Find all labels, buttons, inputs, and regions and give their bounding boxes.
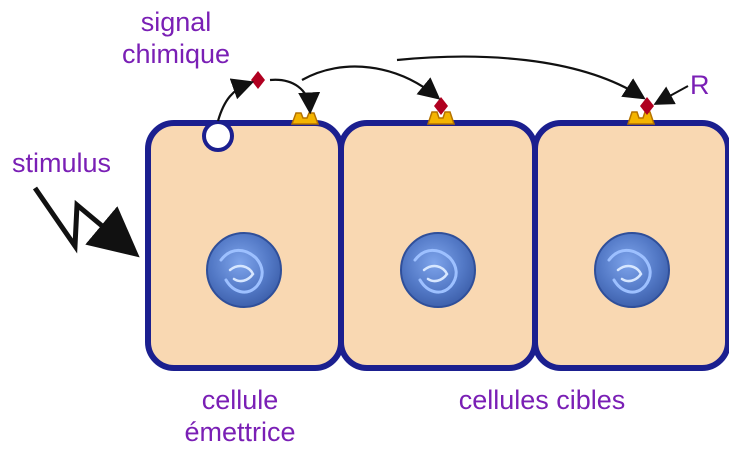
stimulus-arrow [35, 188, 132, 251]
emitter-cell-label: cellule émettrice [184, 384, 295, 448]
receptor-emitter [292, 113, 318, 124]
nucleus-target-1 [401, 233, 475, 307]
signal-chemical-label: signal chimique [112, 6, 240, 70]
secretion-arrow [218, 83, 250, 121]
stimulus-label: stimulus [12, 147, 111, 179]
nucleus-target-2 [595, 233, 669, 307]
signal-molecule-bound-2 [640, 97, 654, 115]
signal-arrow-target-1 [302, 67, 437, 97]
receptor-target-2 [628, 112, 654, 124]
signal-arrow-emitter [270, 80, 310, 110]
nucleus-emitter [207, 233, 281, 307]
secretory-vesicle [204, 122, 232, 150]
signal-molecule-free [251, 71, 265, 89]
emitter-label-line-1: cellule [184, 384, 295, 416]
signal-label-line-2: chimique [112, 38, 240, 70]
signal-arrow-target-2 [397, 57, 642, 97]
emitter-label-line-2: émettrice [184, 416, 295, 448]
signal-label-line-1: signal [112, 6, 240, 38]
target-cells-label: cellules cibles [459, 384, 626, 416]
receptor-label: R [690, 69, 710, 101]
receptor-pointer [657, 86, 688, 103]
